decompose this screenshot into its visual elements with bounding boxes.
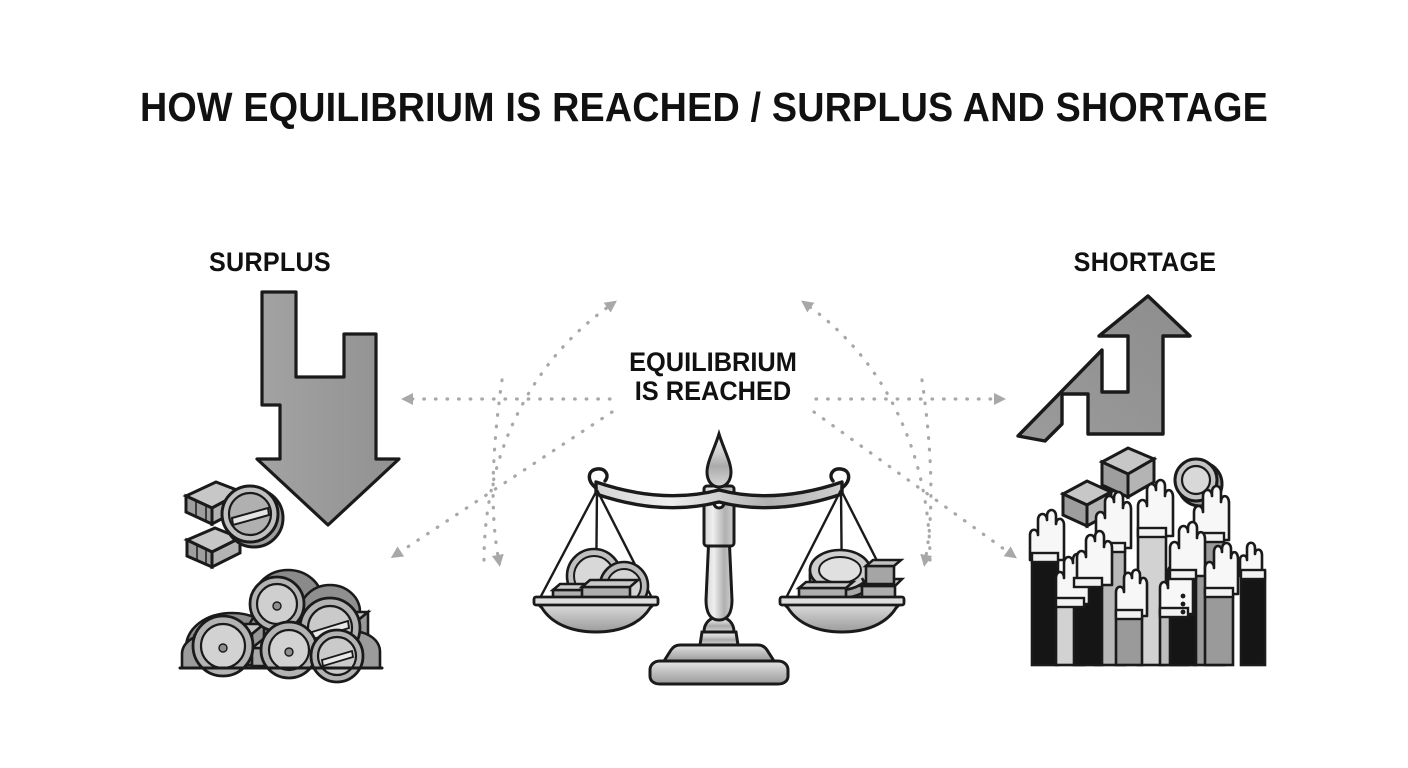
- page-title: HOW EQUILIBRIUM IS REACHED / SURPLUS AND…: [139, 84, 1269, 130]
- floating-coin-left: [220, 484, 285, 549]
- floating-crate-two: [183, 526, 244, 570]
- left-pan-contents: [549, 547, 650, 612]
- connector-right-descender: [920, 378, 933, 567]
- balance-scale-icon: [532, 428, 906, 686]
- descending-zigzag-arrow-icon: [255, 290, 401, 527]
- floating-cube-right-one: [1098, 446, 1158, 500]
- connector-center-down-right: [812, 410, 1017, 559]
- raised-hands-crowd-icon: [1028, 478, 1267, 667]
- label-equilibrium-line1: EQUILIBRIUM: [629, 347, 797, 377]
- connector-left-descender: [491, 378, 504, 567]
- connector-center-down-left: [390, 410, 614, 559]
- connector-surplus-curve-up: [482, 300, 617, 562]
- label-surplus: SURPLUS: [209, 247, 331, 277]
- label-equilibrium: EQUILIBRIUM IS REACHED: [596, 348, 831, 406]
- ascending-zigzag-arrow-icon: [1016, 294, 1192, 443]
- right-pan-contents: [795, 548, 906, 605]
- coin-and-crate-pile-icon: [178, 568, 384, 684]
- label-equilibrium-line2: IS REACHED: [634, 376, 792, 406]
- label-shortage: SHORTAGE: [1073, 247, 1217, 277]
- connector-shortage-curve-up: [801, 300, 932, 562]
